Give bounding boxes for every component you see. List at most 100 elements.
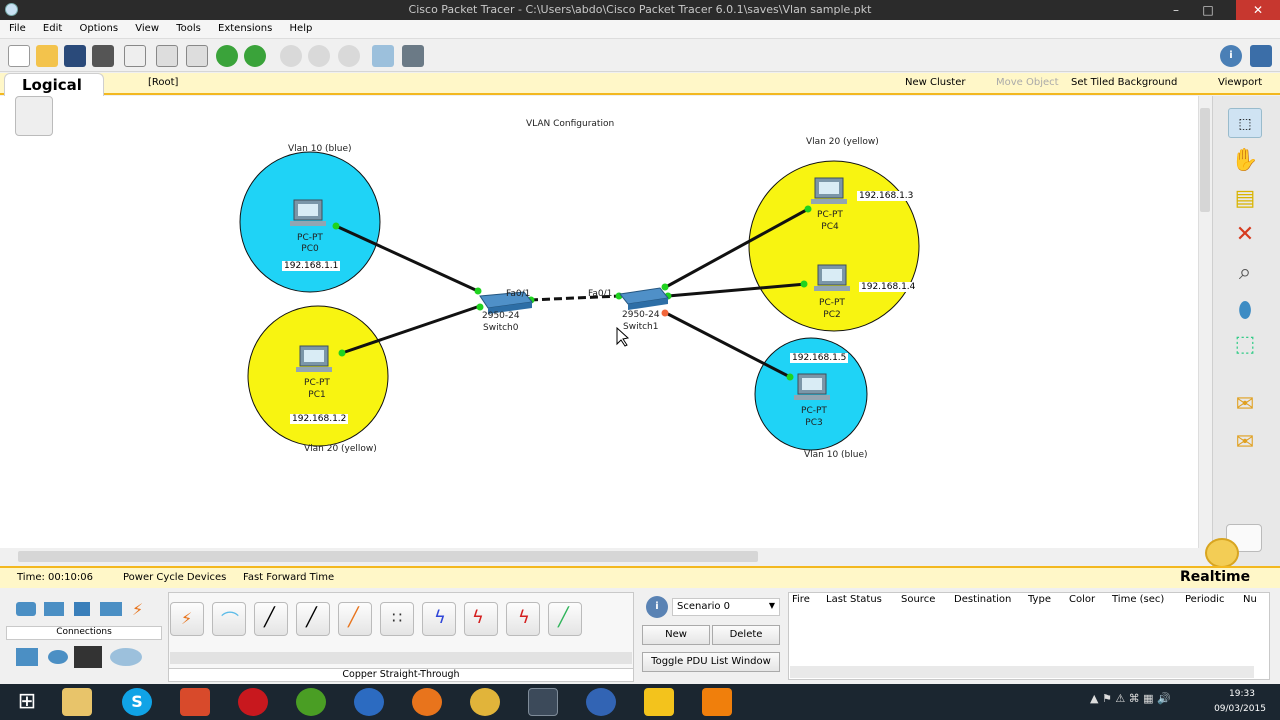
security-icon[interactable]	[48, 650, 68, 664]
link-switch1-pc3[interactable]	[663, 310, 793, 380]
add-simple-pdu-icon[interactable]: ✉	[1235, 392, 1255, 417]
save-icon[interactable]	[64, 45, 86, 67]
end-devices-icon[interactable]	[16, 648, 38, 666]
toggle-pdu-list-button[interactable]: Toggle PDU List Window	[642, 652, 780, 672]
octal-cable-icon[interactable]: ╱	[548, 602, 582, 636]
serial-dte-icon[interactable]: ϟ	[506, 602, 540, 636]
col-number[interactable]: Nu	[1243, 594, 1257, 605]
menu-extensions[interactable]: Extensions	[218, 23, 273, 34]
menu-view[interactable]: View	[135, 23, 159, 34]
col-time[interactable]: Time (sec)	[1112, 594, 1165, 605]
copper-cross-over-icon[interactable]: ╱	[296, 602, 330, 636]
coaxial-icon[interactable]: ϟ	[422, 602, 456, 636]
pc4-icon[interactable]	[811, 177, 847, 204]
col-color[interactable]: Color	[1069, 594, 1096, 605]
switch0-icon[interactable]	[479, 291, 533, 314]
delete-tool-icon[interactable]: ✕	[1235, 222, 1255, 247]
link-switch1-pc4[interactable]	[663, 206, 811, 290]
menu-options[interactable]: Options	[79, 23, 119, 34]
move-layout-icon[interactable]: ✋	[1231, 148, 1259, 173]
col-last-status[interactable]: Last Status	[826, 594, 882, 605]
col-type[interactable]: Type	[1028, 594, 1051, 605]
realtime-tab[interactable]: Realtime	[1180, 569, 1251, 585]
clock-date[interactable]: 09/03/2015	[1214, 704, 1266, 714]
switch1-icon[interactable]	[619, 287, 669, 310]
close-button[interactable]: ✕	[1236, 0, 1280, 20]
undo-icon[interactable]	[216, 45, 238, 67]
vertical-scroll-thumb[interactable]	[1200, 108, 1210, 212]
zoom-out-icon[interactable]	[338, 45, 360, 67]
fiber-icon[interactable]: ╱	[338, 602, 372, 636]
link-switch0-switch1[interactable]	[529, 294, 621, 302]
chrome-icon[interactable]	[470, 688, 500, 716]
redo-icon[interactable]	[244, 45, 266, 67]
link-pc1-switch0[interactable]	[341, 304, 481, 355]
col-fire[interactable]: Fire	[792, 594, 810, 605]
logical-workspace[interactable]: VLAN Configuration Vlan 10 (blue) Vlan 2…	[0, 96, 1198, 548]
zoom-in-icon[interactable]	[280, 45, 302, 67]
menu-tools[interactable]: Tools	[176, 23, 201, 34]
wireless-devices-icon[interactable]	[100, 602, 122, 616]
info-icon[interactable]: i	[1220, 45, 1242, 67]
tab-logical[interactable]: Logical	[4, 73, 104, 97]
phone-cable-icon[interactable]: ∷	[380, 602, 414, 636]
help-network-icon[interactable]	[1250, 45, 1272, 67]
vlc-icon[interactable]	[702, 688, 732, 716]
zoom-reset-icon[interactable]	[308, 45, 330, 67]
navigation-panel-icon[interactable]	[15, 96, 53, 136]
windows-start-icon[interactable]: ⊞	[17, 689, 37, 714]
activity-wizard-icon[interactable]	[124, 45, 146, 67]
automatic-connection-icon[interactable]: ⚡	[170, 602, 204, 636]
pc3-icon[interactable]	[794, 373, 830, 400]
delete-scenario-button[interactable]: Delete	[712, 625, 780, 645]
open-folder-icon[interactable]	[36, 45, 58, 67]
menu-edit[interactable]: Edit	[42, 23, 63, 34]
pc1-icon[interactable]	[296, 345, 332, 372]
custom-made-devices-icon[interactable]	[110, 648, 142, 666]
link-switch1-pc2[interactable]	[667, 282, 807, 298]
menu-file[interactable]: File	[9, 23, 26, 34]
routers-icon[interactable]	[16, 602, 36, 616]
move-object-button[interactable]: Move Object	[996, 77, 1059, 88]
inspect-tool-icon[interactable]: ⌕	[1238, 260, 1252, 285]
new-scenario-button[interactable]: New	[642, 625, 710, 645]
power-cycle-button[interactable]: Power Cycle Devices	[123, 572, 227, 583]
select-tool-icon[interactable]: ⬚	[1228, 108, 1262, 138]
menu-help[interactable]: Help	[289, 23, 313, 34]
place-note-icon[interactable]: ▤	[1234, 186, 1256, 211]
wan-emulation-icon[interactable]	[74, 646, 102, 668]
pc0-icon[interactable]	[290, 199, 326, 226]
root-label[interactable]: [Root]	[148, 77, 179, 88]
pdu-hscrollbar[interactable]	[790, 666, 1254, 678]
new-file-icon[interactable]	[8, 45, 30, 67]
horizontal-scroll-thumb[interactable]	[18, 551, 758, 562]
copper-straight-through-icon[interactable]: ╱	[254, 602, 288, 636]
col-source[interactable]: Source	[901, 594, 936, 605]
custom-devices-icon[interactable]	[402, 45, 424, 67]
copy-icon[interactable]	[156, 45, 178, 67]
col-periodic[interactable]: Periodic	[1185, 594, 1225, 605]
viewport-button[interactable]: Viewport	[1218, 77, 1263, 88]
clock-time[interactable]: 19:33	[1229, 689, 1255, 699]
col-destination[interactable]: Destination	[954, 594, 1012, 605]
switches-icon[interactable]	[44, 602, 64, 616]
scenario-info-icon[interactable]: i	[646, 596, 668, 618]
hubs-icon[interactable]	[74, 602, 90, 616]
console-cable-icon[interactable]: ⌒	[212, 602, 246, 636]
maximize-button[interactable]: □	[1202, 3, 1214, 17]
network-app-icon[interactable]	[586, 688, 616, 716]
drawing-palette-icon[interactable]	[372, 45, 394, 67]
file-explorer-icon[interactable]	[62, 688, 92, 716]
utorrent-icon[interactable]	[296, 688, 326, 716]
firefox-icon[interactable]	[412, 688, 442, 716]
scenario-select[interactable]: Scenario 0 ▼	[672, 598, 780, 616]
file-manager-icon[interactable]	[644, 688, 674, 716]
paste-icon[interactable]	[186, 45, 208, 67]
fast-forward-button[interactable]: Fast Forward Time	[243, 572, 335, 583]
packet-tracer-icon[interactable]	[528, 688, 558, 716]
set-tiled-background-button[interactable]: Set Tiled Background	[1071, 77, 1178, 88]
pc2-icon[interactable]	[814, 264, 850, 291]
media-app-icon[interactable]	[354, 688, 384, 716]
clock-icon[interactable]	[1205, 538, 1239, 568]
skype-icon[interactable]: S	[122, 688, 152, 716]
